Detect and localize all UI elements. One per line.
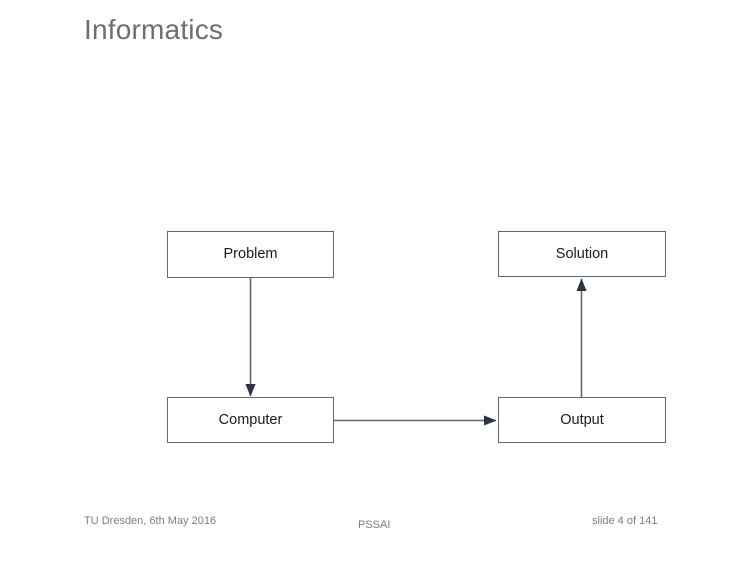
- page-title: Informatics: [84, 14, 224, 45]
- flow-node-computer[interactable]: Computer: [167, 397, 334, 443]
- flow-node-solution[interactable]: Solution: [498, 231, 666, 277]
- flow-node-output[interactable]: Output: [498, 397, 666, 443]
- footer-slide-number: slide 4 of 141: [592, 515, 658, 527]
- flow-node-output-label: Output: [560, 411, 604, 428]
- footer-course-code: PSSAI: [358, 519, 391, 531]
- flow-node-solution-label: Solution: [555, 245, 609, 262]
- flow-node-problem[interactable]: Problem: [167, 231, 334, 278]
- footer-venue-date: TU Dresden, 6th May 2016: [84, 515, 217, 527]
- flow-node-problem-label: Problem: [223, 246, 278, 263]
- flow-node-computer-label: Computer: [218, 411, 283, 428]
